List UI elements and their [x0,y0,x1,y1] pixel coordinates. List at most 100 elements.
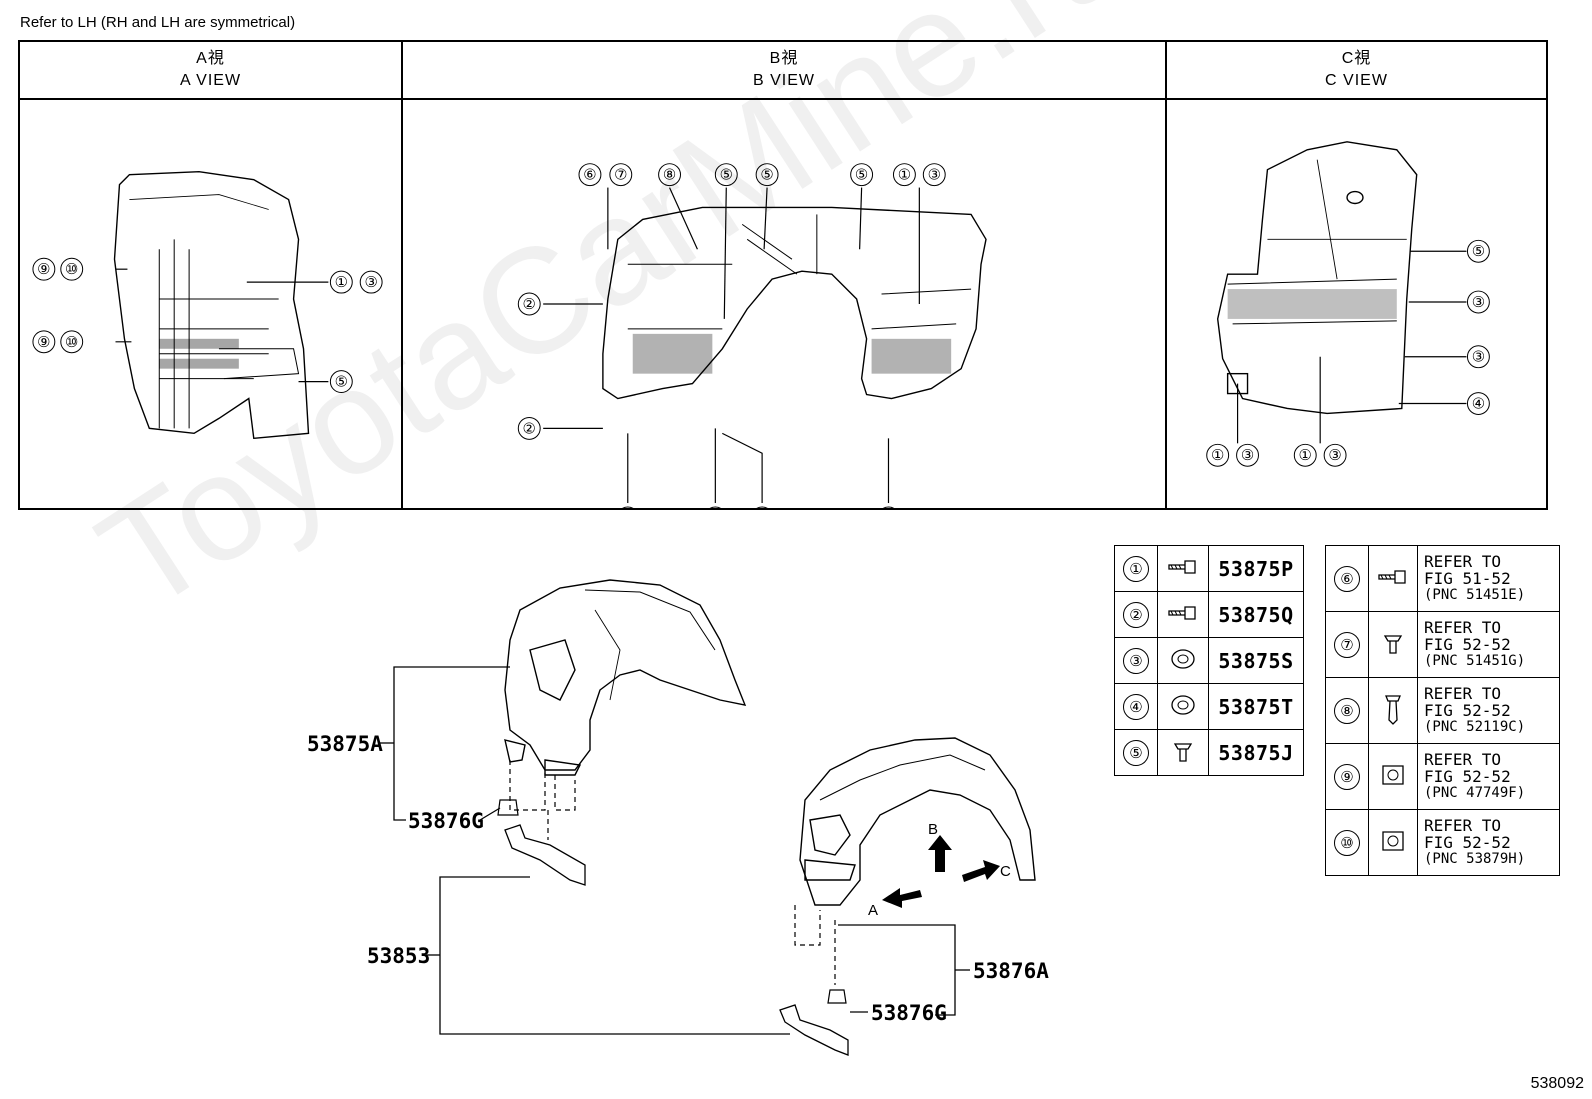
legend-part-code: 53875T [1208,683,1304,730]
ref-line-2: FIG 52-52 [1424,701,1511,720]
callout-5: ⑤ [335,373,348,391]
arrow-c-icon [962,860,1000,882]
nut-icon [1368,743,1418,810]
clip-icon [1157,729,1209,776]
b-view-header: B視 B VIEW [403,42,1165,100]
callout-5: ⑤ [1472,242,1485,260]
part-code-liner: 53875A [307,732,383,756]
callout-4: ④ [1472,394,1485,412]
a-view-header: A視 A VIEW [20,42,401,100]
callout-3: ③ [1472,293,1485,311]
part-code-bracket: 53853 [367,944,430,968]
b-view-title-en: B VIEW [752,72,815,89]
ref-line-1: REFER TO [1424,552,1502,571]
b-view-panel: B視 B VIEW [403,42,1167,508]
legend-row: ② 53875Q [1114,591,1304,638]
arrow-a-icon [882,888,922,908]
arrow-c-label: C [1000,863,1011,880]
legend-part-code: 53875Q [1208,591,1304,638]
fender-liner-lower [799,737,1036,906]
callout-1: ① [335,273,348,291]
ref-line-1: REFER TO [1424,618,1502,637]
c-view-title-en: C VIEW [1325,72,1388,89]
c-view-drawing: ⑤ ③ ③ ④ ① ③ ① ③ [1206,141,1490,467]
legend-row: ① 53875P [1114,545,1304,592]
callout-1: ① [1211,446,1224,464]
callout-3: ③ [364,273,377,291]
legend-num: ④ [1123,693,1149,720]
figure-id: 538092 [1530,1075,1584,1092]
callout-2: ② [523,419,536,437]
legend-num: ① [1123,555,1149,582]
direction-arrows [882,835,1000,908]
callout-3: ③ [1328,446,1341,464]
legend-part-code: 53875J [1208,729,1304,776]
legend-part-code: 53875S [1208,637,1304,684]
ref-line-2: FIG 52-52 [1424,767,1511,786]
legend-row: ④ 53875T [1114,683,1304,730]
callout-1: ① [1299,446,1312,464]
callout-10: ⑩ [65,333,78,351]
ref-line-2: FIG 51-52 [1424,569,1511,588]
callout-5: ⑤ [720,166,733,184]
nut-icon [1368,809,1418,876]
ref-line-1: REFER TO [1424,750,1502,769]
arrow-b-label: B [928,821,938,838]
b-view-drawing: ⑥ ⑦ ⑧ ⑤ ⑤ ⑤ ① ③ ② ② ② ⑤ ⑤ ⑤ [517,163,987,508]
callout-6: ⑥ [583,166,596,184]
legend-row: ⑤ 53875J [1114,729,1304,776]
legend-part-code: 53875P [1208,545,1304,592]
c-view-panel: C視 C VIEW [1167,42,1546,508]
rivet-icon [1368,677,1418,744]
grommet-icon [1157,683,1209,730]
callout-3: ③ [928,166,941,184]
ref-pnc: (PNC 51451E) [1424,587,1526,603]
part-code-nut-lower: 53876G [871,1001,947,1025]
callout-3: ③ [1472,348,1485,366]
arrow-a-label: A [868,902,878,919]
callout-1: ① [898,166,911,184]
callout-9: ⑨ [37,260,50,278]
screw-icon [1157,591,1209,638]
callout-2: ② [523,295,536,313]
legend-num: ⑩ [1334,829,1360,856]
legend-num: ⑧ [1334,697,1360,724]
ref-pnc: (PNC 51451G) [1424,653,1526,669]
view-panels: A視 A VIEW [18,40,1548,510]
callout-7: ⑦ [614,166,627,184]
legend-num: ⑥ [1334,565,1360,592]
ref-pnc: (PNC 52119C) [1424,719,1526,735]
a-view-title-en: A VIEW [179,72,242,89]
c-view-header: C視 C VIEW [1167,42,1546,100]
b-view-title-jp: B視 [769,50,799,67]
callout-9: ⑨ [37,333,50,351]
ref-line-1: REFER TO [1424,684,1502,703]
ref-pnc: (PNC 53879H) [1424,851,1526,867]
ref-line-1: REFER TO [1424,816,1502,835]
screw-icon [1368,545,1418,612]
symmetry-note: Refer to LH (RH and LH are symmetrical) [20,14,296,31]
ref-line-2: FIG 52-52 [1424,833,1511,852]
legend-num: ② [1123,601,1149,628]
part-code-seal: 53876A [973,959,1049,983]
legend-num: ⑤ [1123,739,1149,766]
clip-icon [1368,611,1418,678]
a-view-title-jp: A視 [196,50,225,67]
fender-liner-upper [504,579,747,776]
ref-pnc: (PNC 47749F) [1424,785,1526,801]
callout-3: ③ [1241,446,1254,464]
arrow-b-icon [928,835,952,872]
